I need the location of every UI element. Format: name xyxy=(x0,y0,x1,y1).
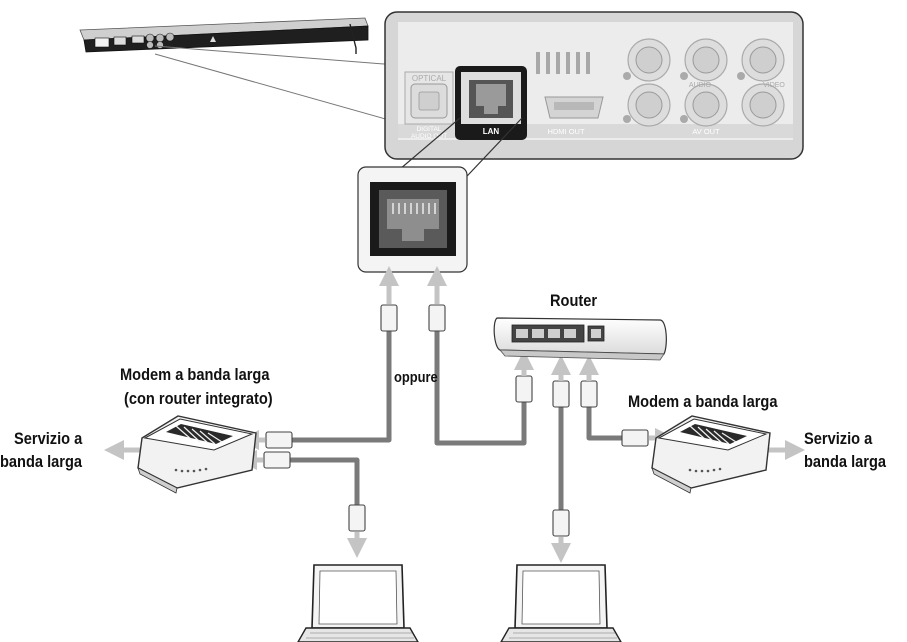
modem-led-icons xyxy=(688,467,722,473)
audio-label: AUDIO xyxy=(689,82,712,89)
bluray-player xyxy=(79,17,369,54)
rj45-plugs xyxy=(263,304,649,537)
modem-led-icons xyxy=(174,467,208,473)
oppure-label: oppure xyxy=(394,369,438,386)
player-port-icon xyxy=(113,36,127,46)
optical-label: OPTICAL xyxy=(412,74,447,83)
player-port-icon xyxy=(94,37,110,48)
modem-right-label: Modem a banda larga xyxy=(628,392,778,411)
digital-audio-out-label-2: AUDIO OUT xyxy=(411,133,447,140)
rj45-plug-icon xyxy=(580,380,598,408)
rj45-plug-icon xyxy=(265,431,293,449)
laptop-left xyxy=(297,564,419,642)
power-cord xyxy=(349,23,357,54)
service-right-label-line2: banda larga xyxy=(804,452,887,471)
warning-icon xyxy=(210,36,216,42)
hdmi-out-label: HDMI OUT xyxy=(547,127,584,136)
digital-audio-out-label-1: DIGITAL xyxy=(417,126,442,133)
cable-lan-to-router xyxy=(434,330,527,446)
rj45-plug-icon xyxy=(552,380,570,408)
router-device xyxy=(493,317,667,361)
laptop-right xyxy=(500,564,622,642)
service-left-label-line1: Servizio a xyxy=(14,429,83,448)
cable-router-to-modem-right xyxy=(586,405,625,441)
rear-panel-zoom: OPTICAL DIGITAL AUDIO OUT LAN HDMI OUT xyxy=(384,11,804,160)
av-out-label: AV OUT xyxy=(692,127,720,136)
service-right-label-line1: Servizio a xyxy=(804,429,873,448)
rj45-plug-icon xyxy=(621,429,649,447)
rj45-plug-icon xyxy=(348,504,366,532)
service-left-label-line2: banda larga xyxy=(0,452,83,471)
modem-router-label-line2: (con router integrato) xyxy=(124,389,273,408)
player-port-icon xyxy=(131,35,145,44)
router-label: Router xyxy=(550,291,598,310)
modem-router-label-line1: Modem a banda larga xyxy=(120,365,270,384)
video-label: VIDEO xyxy=(763,82,785,89)
lan-label: LAN xyxy=(483,127,500,136)
rj45-plug-icon xyxy=(263,451,291,469)
cable-modem-to-laptop-left xyxy=(289,457,360,505)
rj45-plug-icon xyxy=(552,509,570,537)
vent-slots xyxy=(536,52,590,74)
direction-arrows xyxy=(104,266,805,563)
rj45-plug-icon xyxy=(428,304,446,332)
cable-lan-to-modem-router xyxy=(290,330,392,443)
lan-jack-enlarged xyxy=(357,166,468,273)
modem-right xyxy=(651,415,771,494)
rj45-plug-icon xyxy=(380,304,398,332)
modem-router-left xyxy=(137,415,257,494)
ethernet-cables xyxy=(289,330,625,510)
av-out-jacks xyxy=(623,38,785,127)
rj45-plug-icon xyxy=(515,375,533,403)
